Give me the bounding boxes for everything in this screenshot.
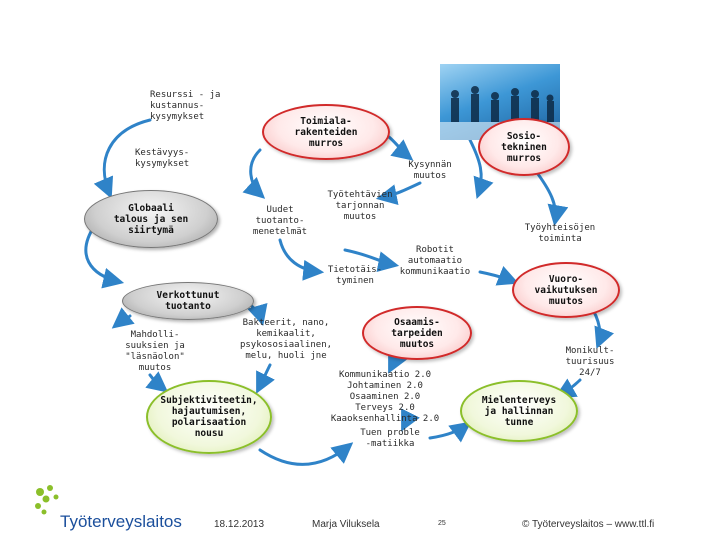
arrow-robotit-vuoro xyxy=(478,266,519,286)
node-globaali: Globaali talous ja sen siirtymä xyxy=(84,190,218,248)
arrow-verkottunut-mahdolli xyxy=(111,307,135,329)
label-monikult: Monikult- tuurisuus 24/7 xyxy=(565,346,615,378)
arrow-tuen-mielenterveys xyxy=(428,421,472,443)
label-bakteerit: Bakteerit, nano, kemikaalit, psykososiaa… xyxy=(239,318,333,361)
label-tietotyo: Tietotäis- tyminen xyxy=(327,265,383,286)
arrow-kysynnan-tyotehtavien xyxy=(375,181,422,205)
label-robotit: Robotit automaatio kommunikaatio xyxy=(399,245,471,277)
ttl-logo-icon xyxy=(35,485,59,515)
footer-author: Marja Viluksela xyxy=(312,519,380,530)
arrow-uudet-tietotyo xyxy=(278,238,325,281)
logo-text: Työterveyslaitos xyxy=(60,512,182,531)
arrow-photo-sosio xyxy=(468,138,494,199)
node-mielenterveys: Mielenterveys ja hallinnan tunne xyxy=(460,380,578,442)
node-verkottunut: Verkottunut tuotanto xyxy=(122,282,254,320)
label-tyoyhteisojen: Työyhteisöjen toiminta xyxy=(524,223,596,244)
footer-copyright: © Työterveyslaitos – www.ttl.fi xyxy=(522,519,655,530)
node-toimiala: Toimiala- rakenteiden murros xyxy=(262,104,390,160)
arrow-globaali-verkottunut xyxy=(84,223,125,289)
arrow-sosio-tyoyhteisojen xyxy=(533,168,569,227)
label-kommunikaatio: Kommunikaatio 2.0 Johtaminen 2.0 Osaamin… xyxy=(330,370,440,424)
arrow-kommunikaatio-tuen xyxy=(401,408,420,432)
label-kysynnan: Kysynnän muutos xyxy=(408,160,452,181)
arrow-tietotyo-robotit xyxy=(343,248,400,272)
label-kestavyys: Kestävyys- kysymykset xyxy=(135,148,190,169)
arrow-subjektiviteetin-tuen xyxy=(258,442,354,466)
arrow-bakteerit-subjektiviteetin xyxy=(256,363,275,394)
footer-date: 18.12.2013 xyxy=(214,519,265,530)
label-tuen: Tuen proble -matiikka xyxy=(360,428,420,449)
node-sosio: Sosio- tekninen murros xyxy=(478,118,570,176)
node-subjektiviteetin: Subjektiviteetin, hajautumisen, polarisa… xyxy=(146,380,272,454)
label-mahdolli: Mahdolli- suuksien ja "läsnäolon" muutos xyxy=(125,330,185,373)
arrow-toimiala-uudet xyxy=(242,148,266,199)
label-uudet: Uudet tuotanto- menetelmät xyxy=(252,205,308,237)
label-resurssi: Resurssi - ja kustannus- kysymykset xyxy=(150,90,221,122)
node-osaamis: Osaamis- tarpeiden muutos xyxy=(362,306,472,360)
footer-page: 25 xyxy=(438,520,446,527)
arrow-mahdolli-subjektiviteetin xyxy=(145,371,169,393)
node-vuoro: Vuoro- vaikutuksen muutos xyxy=(512,262,620,318)
label-tyotehtavien: Työtehtävien tarjonnan muutos xyxy=(327,190,393,222)
arrow-resurssi-globaali xyxy=(93,118,152,199)
